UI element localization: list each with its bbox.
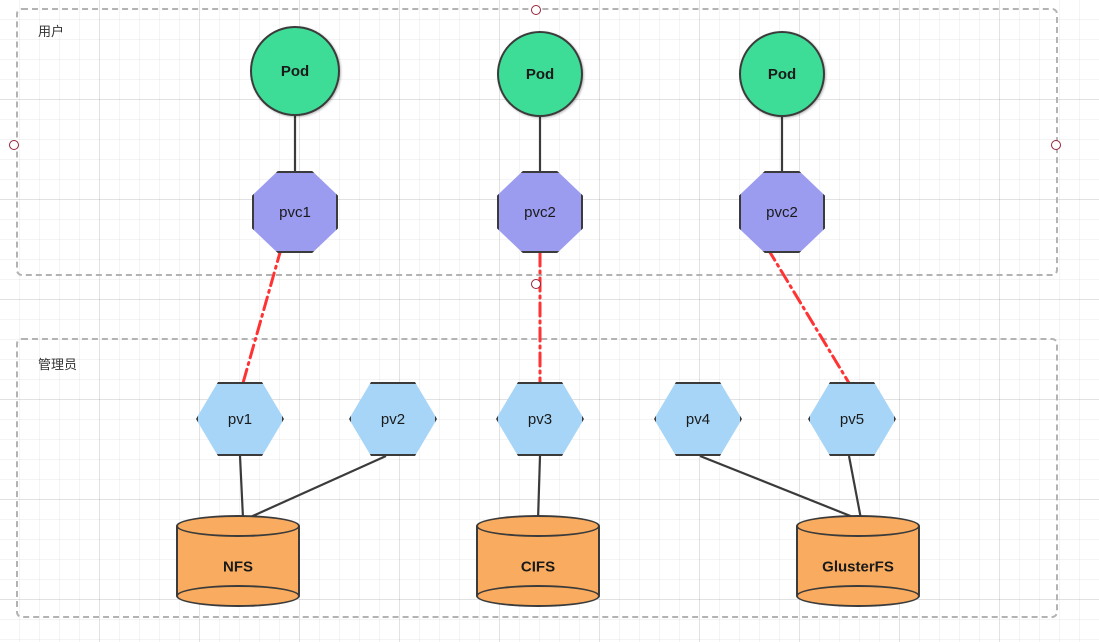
node-label: Pod [767,65,797,83]
node-label: Pod [280,62,310,80]
node-label: pv5 [839,410,865,428]
cylinder-top [176,515,300,537]
endpoint-marker-middle[interactable] [531,279,541,289]
endpoint-marker-top[interactable] [531,5,541,15]
container-admin[interactable] [16,338,1058,618]
node-pod-3[interactable]: Pod [739,31,825,117]
node-pvc-3[interactable]: pvc2 [739,171,825,253]
node-label: pvc2 [766,203,798,221]
node-storage-glusterfs[interactable]: GlusterFS [796,515,920,607]
node-label: pv2 [380,410,406,428]
cylinder-bottom [476,585,600,607]
cylinder-top [476,515,600,537]
node-label: pvc1 [279,203,311,221]
cylinder-bottom [176,585,300,607]
node-storage-nfs[interactable]: NFS [176,515,300,607]
node-label: pv3 [527,410,553,428]
endpoint-marker-left[interactable] [9,140,19,150]
container-user-label: 用户 [38,24,65,39]
node-label: pvc2 [524,203,556,221]
container-admin-label: 管理员 [38,357,78,372]
node-pod-1[interactable]: Pod [250,26,340,116]
node-label: pv4 [685,410,711,428]
cylinder-top [796,515,920,537]
node-pv-5[interactable]: pv5 [808,382,896,456]
node-label: pv1 [227,410,253,428]
node-storage-cifs[interactable]: CIFS [476,515,600,607]
node-label: Pod [525,65,555,83]
node-pod-2[interactable]: Pod [497,31,583,117]
endpoint-marker-right[interactable] [1051,140,1061,150]
cylinder-bottom [796,585,920,607]
